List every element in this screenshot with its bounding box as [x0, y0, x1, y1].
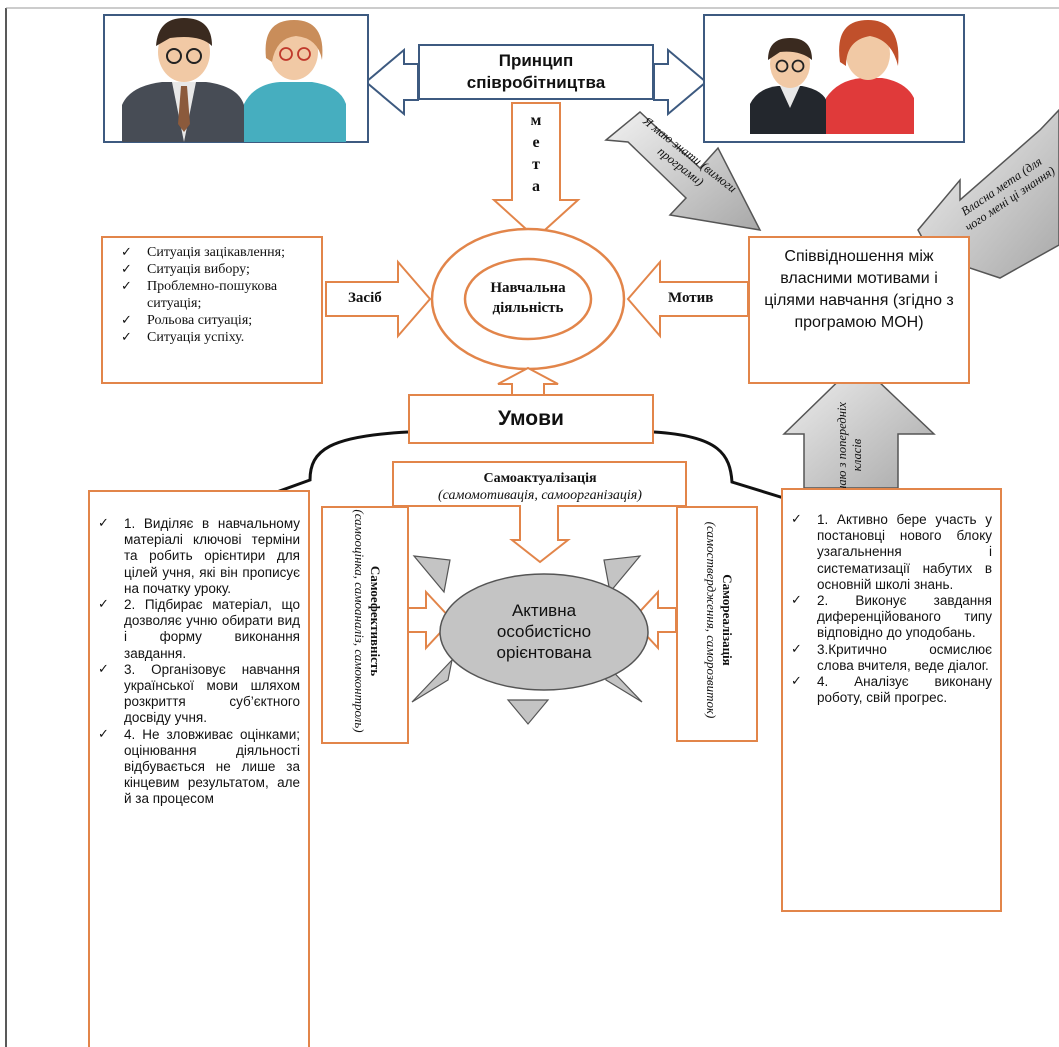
self-efficacy-box: Самоефективність (самооцінка, самоаналіз…	[321, 506, 409, 744]
goal-letter: е	[532, 134, 540, 151]
core-line3: орієнтована	[496, 643, 592, 662]
goal-letter: м	[530, 112, 542, 129]
conditions-up-arrow	[497, 366, 559, 396]
student-actions-list: 1. Активно бере участь у постановці ново…	[791, 512, 992, 706]
activity-ellipse-inner	[463, 257, 593, 341]
core-line2: особистісно	[496, 622, 592, 641]
curve-arrow-right	[653, 430, 804, 507]
conditions-box: Умови	[408, 394, 654, 444]
self-actualization-frame	[392, 461, 687, 564]
left-double-arrow	[364, 47, 419, 117]
must-know-gray-arrow	[604, 111, 762, 231]
student-actions-box: 1. Активно бере участь у постановці ново…	[781, 488, 1002, 912]
self-actualization-subtitle: (самомотивація, самоорганізація)	[438, 488, 642, 503]
self-efficacy-title: Самоефективність	[368, 565, 383, 677]
self-efficacy-text: Самоефективність (самооцінка, самоаналіз…	[351, 502, 383, 740]
teachers-image	[103, 14, 369, 143]
means-label: Засіб	[348, 290, 382, 306]
activity-line2: діяльність	[492, 300, 564, 316]
principle-line1: Принцип	[498, 51, 574, 70]
motives-box: Співвідношення між власними мотивами і ц…	[748, 236, 970, 384]
teacher-action-item: 3. Організовує навчання української мови…	[98, 662, 300, 727]
core-ellipse	[439, 573, 649, 691]
self-actualization-label: Самоактуалізація (самомотивація, самоорг…	[400, 470, 680, 504]
activity-label: Навчальна діяльність	[468, 278, 588, 318]
teacher-action-item: 1. Виділяє в навчальному матеріалі ключо…	[98, 516, 300, 597]
means-arrow	[325, 259, 432, 339]
core-line1: Активна	[511, 601, 577, 620]
core-label: Активна особистісно орієнтована	[466, 600, 622, 663]
situation-item: Проблемно-пошукова ситуація;	[121, 278, 313, 312]
right-double-arrow	[653, 47, 708, 117]
student-action-item: 4. Аналізує виконану роботу, свій прогре…	[791, 674, 992, 706]
teacher-action-item: 2. Підбирає матеріал, що дозволяє учню о…	[98, 597, 300, 662]
self-realization-text: Самореалізація (самоствердження, самороз…	[703, 502, 735, 738]
goal-down-arrow	[491, 102, 581, 240]
situation-item: Ситуація вибору;	[121, 261, 313, 278]
teacher-actions-list: 1. Виділяє в навчальному матеріалі ключо…	[98, 516, 300, 808]
self-actualization-title: Самоактуалізація	[483, 471, 597, 486]
student-action-item: 3.Критично осмислює слова вчителя, веде …	[791, 642, 992, 674]
situation-item: Рольова ситуація;	[121, 312, 313, 329]
students-image	[703, 14, 965, 143]
curve-arrow-left	[234, 430, 409, 510]
situations-list: Ситуація зацікавлення; Ситуація вибору; …	[121, 244, 313, 346]
situations-box: Ситуація зацікавлення; Ситуація вибору; …	[101, 236, 323, 384]
i-know-gray-arrow	[782, 360, 936, 489]
activity-line1: Навчальна	[490, 280, 566, 296]
goal-label: м е т а	[518, 110, 554, 198]
student-action-item: 1. Активно бере участь у постановці ново…	[791, 512, 992, 593]
principle-line2: співробітництва	[466, 73, 606, 92]
self-realization-subtitle: (самоствердження, саморозвиток)	[704, 521, 719, 719]
motive-arrow	[626, 259, 749, 339]
teacher-action-item: 4. Не зловживає оцінками; оцінювання дія…	[98, 727, 300, 808]
self-realization-title: Самореалізація	[720, 574, 735, 666]
goal-letter: т	[532, 156, 540, 173]
teacher-actions-box: 1. Виділяє в навчальному матеріалі ключо…	[88, 490, 310, 1047]
self-efficacy-arrow	[407, 589, 454, 651]
self-realization-box: Самореалізація (самоствердження, самороз…	[676, 506, 758, 742]
goal-letter: а	[532, 178, 540, 195]
situation-item: Ситуація зацікавлення;	[121, 244, 313, 261]
principle-box: Принцип співробітництва	[418, 44, 654, 100]
self-efficacy-subtitle: (самооцінка, самоаналіз, самоконтроль)	[352, 509, 367, 733]
situation-item: Ситуація успіху.	[121, 329, 313, 346]
student-action-item: 2. Виконує завдання диференційованого ти…	[791, 593, 992, 642]
motive-label: Мотив	[668, 290, 714, 306]
